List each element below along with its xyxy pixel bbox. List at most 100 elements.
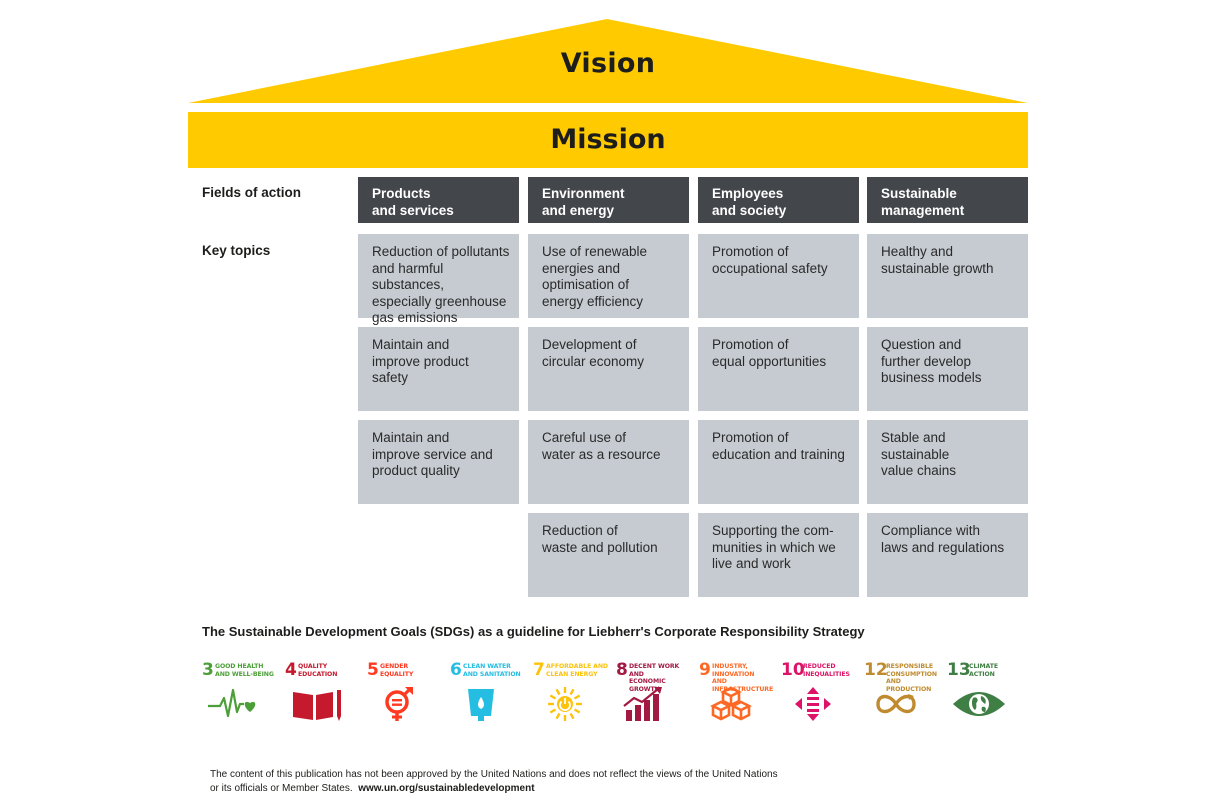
sdg-goal-10: 10Reducedinequalities [781, 660, 861, 730]
text-line: Environment [542, 186, 625, 201]
sdg-number: 7 [533, 660, 545, 680]
sdg-title-line: and production [886, 678, 932, 693]
disclaimer-footer: The content of this publication has not … [210, 768, 778, 795]
text-line: equal opportunities [712, 353, 827, 369]
sun-power-icon [537, 686, 593, 727]
text-line: laws and regulations [881, 539, 1005, 555]
text-line: waste and pollution [542, 539, 658, 555]
sdg-title-line: clean energy [546, 670, 598, 678]
text-line: management [881, 203, 965, 218]
sdg-goal-5: 5Genderequality [367, 660, 447, 730]
text-line: improve service and [372, 446, 493, 462]
sdg-goal-12: 12Responsibleconsumptionand production [864, 660, 944, 730]
sdg-title-line: Responsible [886, 663, 933, 670]
text-line: business models [881, 370, 982, 386]
cubes-icon [703, 686, 759, 727]
gender-equality-icon [371, 686, 427, 727]
sdg-title-line: Industry, innovation [712, 663, 755, 678]
text-line: product quality [372, 463, 460, 479]
text-line: Question and [881, 337, 962, 352]
sdg-number: 9 [699, 660, 711, 680]
sdg-title-line: education [298, 670, 338, 678]
sdg-goal-8: 8Decent work andeconomic growth [616, 660, 696, 730]
sdg-title-line: inequalities [803, 670, 850, 678]
text-line: optimisation of [542, 277, 630, 293]
sdg-goal-7: 7Affordable andclean energy [533, 660, 613, 730]
sdg-title-line: Affordable and [546, 663, 608, 670]
sdg-title: Clean waterand sanitation [463, 663, 521, 678]
sdg-heading: The Sustainable Development Goals (SDGs)… [202, 624, 865, 639]
text-line: Employees [712, 186, 784, 201]
text-line: Promotion of [712, 244, 789, 259]
sdg-title: Reducedinequalities [803, 663, 850, 678]
sdg-number: 5 [367, 660, 379, 680]
text-line: and society [712, 203, 787, 218]
text-line: safety [372, 370, 409, 386]
book-icon [289, 686, 345, 727]
text-line: value chains [881, 463, 957, 479]
mission-bar: Mission [188, 112, 1028, 168]
sdg-number: 3 [202, 660, 214, 680]
text-line: munities in which we [712, 539, 836, 555]
text-line: Promotion of [712, 337, 789, 352]
sdg-title: Genderequality [380, 663, 413, 678]
earth-eye-icon [951, 686, 1007, 727]
text-line: gas emissions [372, 310, 458, 326]
sdg-title-line: and well-being [215, 670, 274, 678]
sdg-title-line: and sanitation [463, 670, 521, 678]
text-line: Use of renewable [542, 244, 648, 259]
sdg-title: Good healthand well-being [215, 663, 274, 678]
un-sdg-link[interactable]: www.un.org/sustainabledevelopment [358, 782, 535, 794]
key-topics-label: Key topics [202, 243, 271, 258]
text-line: especially greenhouse [372, 293, 507, 309]
text-line: and harmful substances, [372, 260, 445, 293]
text-line: sustainable growth [881, 260, 994, 276]
text-line: Reduction of pollutants [372, 244, 510, 259]
text-line: Careful use of [542, 430, 627, 445]
text-line: Compliance with [881, 523, 981, 538]
sdg-title-line: Climate [969, 663, 998, 670]
text-line: sustainable [881, 446, 950, 462]
sdg-title-line: Clean water [463, 663, 511, 670]
sdg-title: Affordable andclean energy [546, 663, 608, 678]
mission-label: Mission [550, 124, 666, 155]
text-line: Stable and [881, 430, 946, 445]
text-line: Products [372, 186, 431, 201]
text-line: Maintain and [372, 337, 450, 352]
sdg-title-line: Good health [215, 663, 264, 670]
text-line: improve product [372, 353, 469, 369]
text-line: Promotion of [712, 430, 789, 445]
text-line: further develop [881, 353, 972, 369]
text-line: occupational safety [712, 260, 828, 276]
sdg-title: Qualityeducation [298, 663, 337, 678]
heartbeat-icon [206, 686, 262, 727]
equality-arrows-icon [785, 686, 841, 727]
vision-roof [188, 19, 1028, 103]
text-line: Supporting the com- [712, 523, 834, 538]
sdg-number: 6 [450, 660, 462, 680]
growth-chart-icon [620, 686, 676, 727]
sdg-number: 10 [781, 660, 805, 680]
infinity-icon [868, 686, 924, 727]
text-line: and energy [542, 203, 615, 218]
sdg-title-line: action [969, 670, 995, 678]
text-line: water as a resource [542, 446, 661, 462]
sdg-title-line: Quality [298, 663, 328, 670]
sdg-goal-9: 9Industry, innovationand infrastructure [699, 660, 779, 730]
text-line: Reduction of [542, 523, 618, 538]
sdg-title-line: Reduced [803, 663, 836, 670]
